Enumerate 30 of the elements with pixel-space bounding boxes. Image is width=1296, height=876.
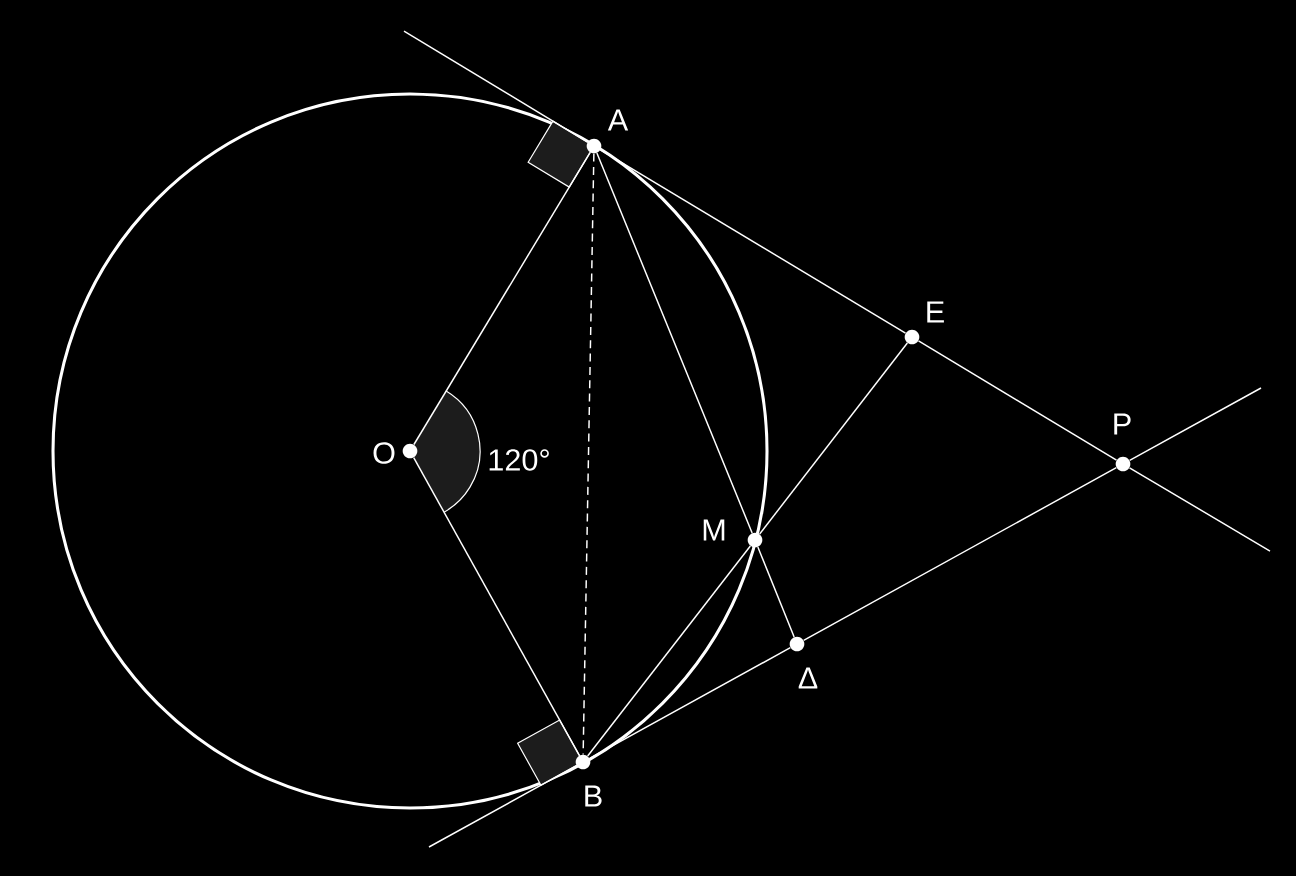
line-segment — [586, 545, 752, 757]
point: M — [703, 519, 763, 548]
node-label: E — [927, 301, 944, 323]
line-segment — [1128, 387, 1262, 462]
point: P — [1114, 413, 1131, 472]
node-label: B — [585, 785, 602, 807]
node-label: M — [703, 519, 725, 541]
point: O — [373, 442, 418, 464]
line-segment — [802, 466, 1118, 642]
node-label: P — [1114, 413, 1131, 435]
line-segment — [588, 646, 792, 760]
line-segment — [917, 340, 1118, 461]
line-segment — [428, 764, 578, 848]
node-label: A — [607, 109, 629, 131]
line-segment — [758, 342, 909, 535]
line-segment — [1128, 467, 1271, 552]
node-label: Δ — [798, 667, 818, 689]
line-segment — [412, 456, 581, 757]
point: B — [575, 754, 602, 807]
point: A — [586, 109, 629, 154]
angle-label: 120° — [489, 449, 549, 471]
line-segment — [403, 30, 589, 143]
line-segment — [413, 151, 591, 446]
point: E — [904, 301, 944, 345]
point: Δ — [789, 636, 818, 689]
node-label: O — [373, 442, 395, 464]
line-segment — [596, 152, 753, 534]
line-segment — [757, 546, 795, 638]
line-segment — [599, 149, 907, 334]
line-segment — [582, 152, 595, 756]
